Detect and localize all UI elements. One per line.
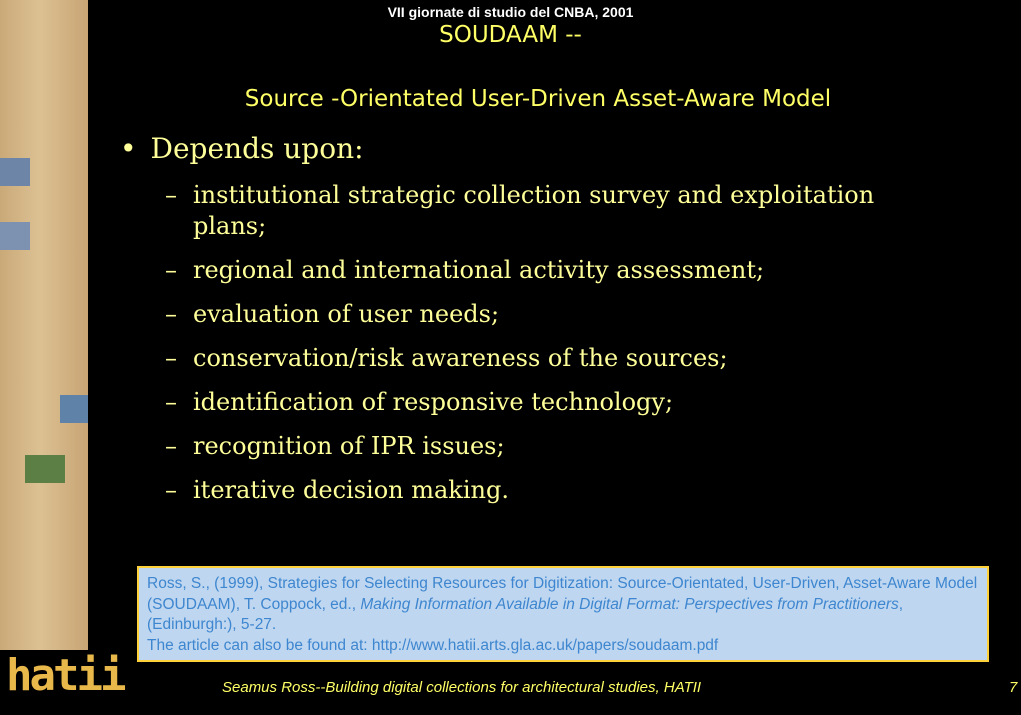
list-item-text: recognition of IPR issues; bbox=[193, 432, 505, 460]
conference-header: VII giornate di studio del CNBA, 2001 bbox=[387, 4, 634, 20]
dash-marker: – bbox=[165, 476, 177, 504]
dash-marker: – bbox=[165, 432, 177, 460]
dash-marker: – bbox=[165, 256, 177, 284]
list-item: –institutional strategic collection surv… bbox=[165, 180, 913, 242]
reference-url-line: The article can also be found at: http:/… bbox=[147, 636, 719, 654]
reference-book-title: Making Information Available in Digital … bbox=[360, 595, 899, 613]
list-item: –evaluation of user needs; bbox=[165, 299, 913, 330]
list-item: –identification of responsive technology… bbox=[165, 387, 913, 418]
reference-citation-end: , (Edinburgh:), 5-27. bbox=[147, 595, 904, 634]
list-item: –regional and international activity ass… bbox=[165, 255, 913, 286]
dash-marker: – bbox=[165, 181, 177, 209]
manuscript-image bbox=[0, 0, 88, 650]
slide-subtitle: Source -Orientated User-Driven Asset-Awa… bbox=[244, 86, 832, 112]
dash-marker: – bbox=[165, 388, 177, 416]
list-item: –iterative decision making. bbox=[165, 475, 913, 506]
bullet-marker: • bbox=[120, 132, 137, 165]
footer-text: Seamus Ross--Building digital collection… bbox=[222, 679, 702, 696]
main-bullet-text: Depends upon: bbox=[150, 132, 364, 165]
list-item-text: conservation/risk awareness of the sourc… bbox=[193, 344, 728, 372]
slide-title: SOUDAAM -- bbox=[439, 22, 582, 48]
dash-marker: – bbox=[165, 344, 177, 372]
list-item-text: institutional strategic collection surve… bbox=[193, 181, 875, 240]
main-bullet: • Depends upon: bbox=[120, 132, 364, 165]
dash-marker: – bbox=[165, 300, 177, 328]
list-item-text: iterative decision making. bbox=[193, 476, 509, 504]
list-item: –conservation/risk awareness of the sour… bbox=[165, 343, 913, 374]
reference-box: Ross, S., (1999), Strategies for Selecti… bbox=[137, 566, 989, 662]
page-number: 7 bbox=[1009, 679, 1018, 696]
reference-citation: Ross, S., (1999), Strategies for Selecti… bbox=[147, 575, 978, 613]
list-item-text: evaluation of user needs; bbox=[193, 300, 500, 328]
list-item-text: identification of responsive technology; bbox=[193, 388, 674, 416]
sub-bullet-list: –institutional strategic collection surv… bbox=[165, 180, 913, 519]
list-item-text: regional and international activity asse… bbox=[193, 256, 765, 284]
hatii-logo: hatii bbox=[6, 650, 126, 701]
list-item: –recognition of IPR issues; bbox=[165, 431, 913, 462]
